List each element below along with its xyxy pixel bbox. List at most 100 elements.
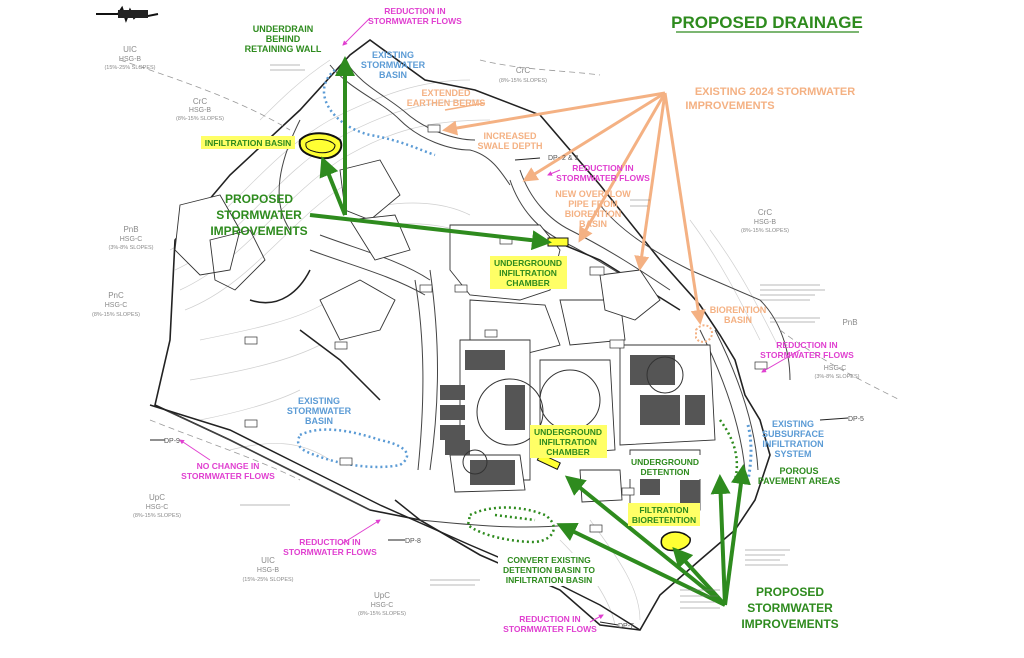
label-ug-infiltration-south: UNDERGROUND INFILTRATION CHAMBER (530, 425, 607, 458)
label-reduction-bottom-left: REDUCTION IN STORMWATER FLOWS (283, 537, 377, 557)
proposed-features (466, 419, 739, 544)
dp-8-label: DP-8 (405, 538, 421, 545)
orange-leader-berms (444, 102, 486, 111)
svg-text:INCREASED: INCREASED (483, 131, 537, 141)
soil-label-crc-right: CrC HSG-B (8%-15% SLOPES) (741, 208, 789, 234)
svg-text:INFILTRATION: INFILTRATION (539, 437, 597, 447)
svg-text:HSG-C: HSG-C (105, 302, 128, 309)
svg-text:HSG-C: HSG-C (146, 504, 169, 511)
svg-text:HSG-C: HSG-C (824, 365, 847, 372)
svg-text:(8%-15% SLOPES): (8%-15% SLOPES) (358, 611, 406, 617)
svg-text:HSG-C: HSG-C (371, 602, 394, 609)
svg-text:IMPROVEMENTS: IMPROVEMENTS (685, 100, 774, 112)
svg-text:(8%-15% SLOPES): (8%-15% SLOPES) (741, 228, 789, 234)
svg-text:PROPOSED: PROPOSED (756, 585, 824, 599)
svg-text:STORMWATER FLOWS: STORMWATER FLOWS (283, 547, 377, 557)
dp-9-label: DP-9 (164, 438, 180, 445)
svg-text:REDUCTION IN: REDUCTION IN (572, 163, 633, 173)
svg-text:UNDERGROUND: UNDERGROUND (534, 427, 602, 437)
svg-text:INFILTRATION BASIN: INFILTRATION BASIN (205, 138, 292, 148)
svg-text:(8%-15% SLOPES): (8%-15% SLOPES) (176, 116, 224, 122)
svg-text:BEHIND: BEHIND (266, 34, 301, 44)
svg-text:BIORENTION: BIORENTION (565, 209, 622, 219)
svg-text:INFILTRATION: INFILTRATION (499, 268, 557, 278)
svg-text:BASIN: BASIN (724, 315, 752, 325)
soil-label-hsg-right: HSG-C (3%-8% SLOPES) (815, 365, 860, 380)
flow-leaders (179, 17, 801, 623)
svg-text:STORMWATER: STORMWATER (287, 406, 352, 416)
svg-text:EXISTING 2024 STORMWATER: EXISTING 2024 STORMWATER (695, 86, 855, 98)
soil-label-uic-bottom: UIC HSG-B (15%-25% SLOPES) (242, 556, 293, 583)
svg-text:EXISTING: EXISTING (372, 50, 414, 60)
svg-text:UpC: UpC (149, 493, 165, 502)
filtration-shape (660, 531, 691, 552)
svg-text:UIC: UIC (261, 556, 275, 565)
svg-text:HSG-B: HSG-B (754, 219, 777, 226)
soil-label-pnb-left: PnB HSG-C (3%-8% SLOPES) (109, 225, 154, 251)
svg-text:CHAMBER: CHAMBER (546, 447, 589, 457)
svg-text:(3%-8% SLOPES): (3%-8% SLOPES) (109, 245, 154, 251)
svg-text:BASIN: BASIN (579, 219, 607, 229)
svg-text:BASIN: BASIN (379, 70, 407, 80)
svg-text:POROUS: POROUS (779, 466, 818, 476)
label-biorention-basin: BIORENTION BASIN (710, 305, 767, 325)
label-filtration-bioretention: FILTRATION BIORETENTION (628, 503, 700, 526)
svg-text:DETENTION: DETENTION (640, 467, 689, 477)
svg-text:CrC: CrC (193, 97, 207, 106)
svg-text:STORMWATER FLOWS: STORMWATER FLOWS (503, 624, 597, 634)
svg-text:STORMWATER: STORMWATER (361, 60, 426, 70)
svg-text:BIORENTION: BIORENTION (710, 305, 767, 315)
svg-text:RETAINING WALL: RETAINING WALL (245, 44, 322, 54)
svg-text:CrC: CrC (758, 208, 772, 217)
svg-text:UIC: UIC (123, 45, 137, 54)
svg-text:STORMWATER FLOWS: STORMWATER FLOWS (368, 16, 462, 26)
svg-text:IMPROVEMENTS: IMPROVEMENTS (741, 617, 838, 631)
svg-text:(15%-25% SLOPES): (15%-25% SLOPES) (104, 65, 155, 71)
dp-7-label: DP-7 (618, 623, 634, 630)
label-underdrain: UNDERDRAIN BEHIND RETAINING WALL (245, 24, 322, 54)
soil-label-upc-left: UpC HSG-C (8%-15% SLOPES) (133, 493, 181, 519)
label-existing-basin-left: EXISTING STORMWATER BASIN (287, 396, 352, 426)
svg-text:UNDERGROUND: UNDERGROUND (494, 258, 562, 268)
round-structures (462, 356, 684, 475)
svg-text:PnC: PnC (108, 291, 124, 300)
infiltration-basin-shape (298, 132, 343, 160)
svg-text:PAVEMENT AREAS: PAVEMENT AREAS (758, 476, 840, 486)
label-convert-basin: CONVERT EXISTING DETENTION BASIN TO INFI… (498, 553, 600, 586)
label-reduction-mid: REDUCTION IN STORMWATER FLOWS (556, 163, 650, 183)
svg-text:CHAMBER: CHAMBER (506, 278, 549, 288)
label-existing-2024: EXISTING 2024 STORMWATER IMPROVEMENTS (685, 86, 855, 112)
dp-markers (150, 157, 849, 626)
label-ug-infiltration-north: UNDERGROUND INFILTRATION CHAMBER (490, 256, 567, 289)
label-ug-detention: UNDERGROUND DETENTION (628, 455, 703, 479)
svg-text:(3%-8% SLOPES): (3%-8% SLOPES) (815, 374, 860, 380)
svg-text:REDUCTION IN: REDUCTION IN (384, 6, 445, 16)
svg-text:HSG-C: HSG-C (120, 236, 143, 243)
drawing-notes (240, 64, 825, 609)
soil-label-crc-left: CrC HSG-B (8%-15% SLOPES) (176, 97, 224, 122)
page-title: PROPOSED DRAINAGE (671, 13, 863, 32)
label-reduction-bottom: REDUCTION IN STORMWATER FLOWS (503, 614, 597, 634)
svg-text:FILTRATION: FILTRATION (639, 505, 688, 515)
roof-shading (440, 350, 705, 505)
svg-text:HSG-B: HSG-B (119, 56, 142, 63)
label-porous-pavement: POROUS PAVEMENT AREAS (758, 466, 840, 486)
soil-boundaries (119, 59, 901, 481)
soil-label-upc-bottom: UpC HSG-C (8%-15% SLOPES) (358, 591, 406, 617)
svg-text:(8%-15% SLOPES): (8%-15% SLOPES) (133, 513, 181, 519)
svg-text:DETENTION BASIN TO: DETENTION BASIN TO (503, 565, 595, 575)
svg-text:PnB: PnB (842, 318, 857, 327)
label-extended-berms: EXTENDED EARTHEN BERMS (407, 88, 486, 108)
label-existing-basin-top: EXISTING STORMWATER BASIN (361, 50, 426, 80)
svg-text:INFILTRATION BASIN: INFILTRATION BASIN (506, 575, 593, 585)
label-reduction-right: REDUCTION IN STORMWATER FLOWS (760, 340, 854, 360)
svg-text:EARTHEN BERMS: EARTHEN BERMS (407, 98, 486, 108)
svg-text:STORMWATER FLOWS: STORMWATER FLOWS (556, 173, 650, 183)
site-boundary (154, 39, 771, 631)
label-proposed-improvements-bottom: PROPOSED STORMWATER IMPROVEMENTS (741, 585, 838, 631)
north-arrow-icon (96, 5, 159, 23)
existing-2024-arrows (442, 91, 706, 325)
label-existing-subsurface: EXISTING SUBSURFACE INFILTRATION SYSTEM (762, 419, 824, 459)
svg-text:(8%-15% SLOPES): (8%-15% SLOPES) (499, 78, 547, 84)
label-new-overflow: NEW OVERFLOW PIPE FROM BIORENTION BASIN (555, 189, 631, 229)
